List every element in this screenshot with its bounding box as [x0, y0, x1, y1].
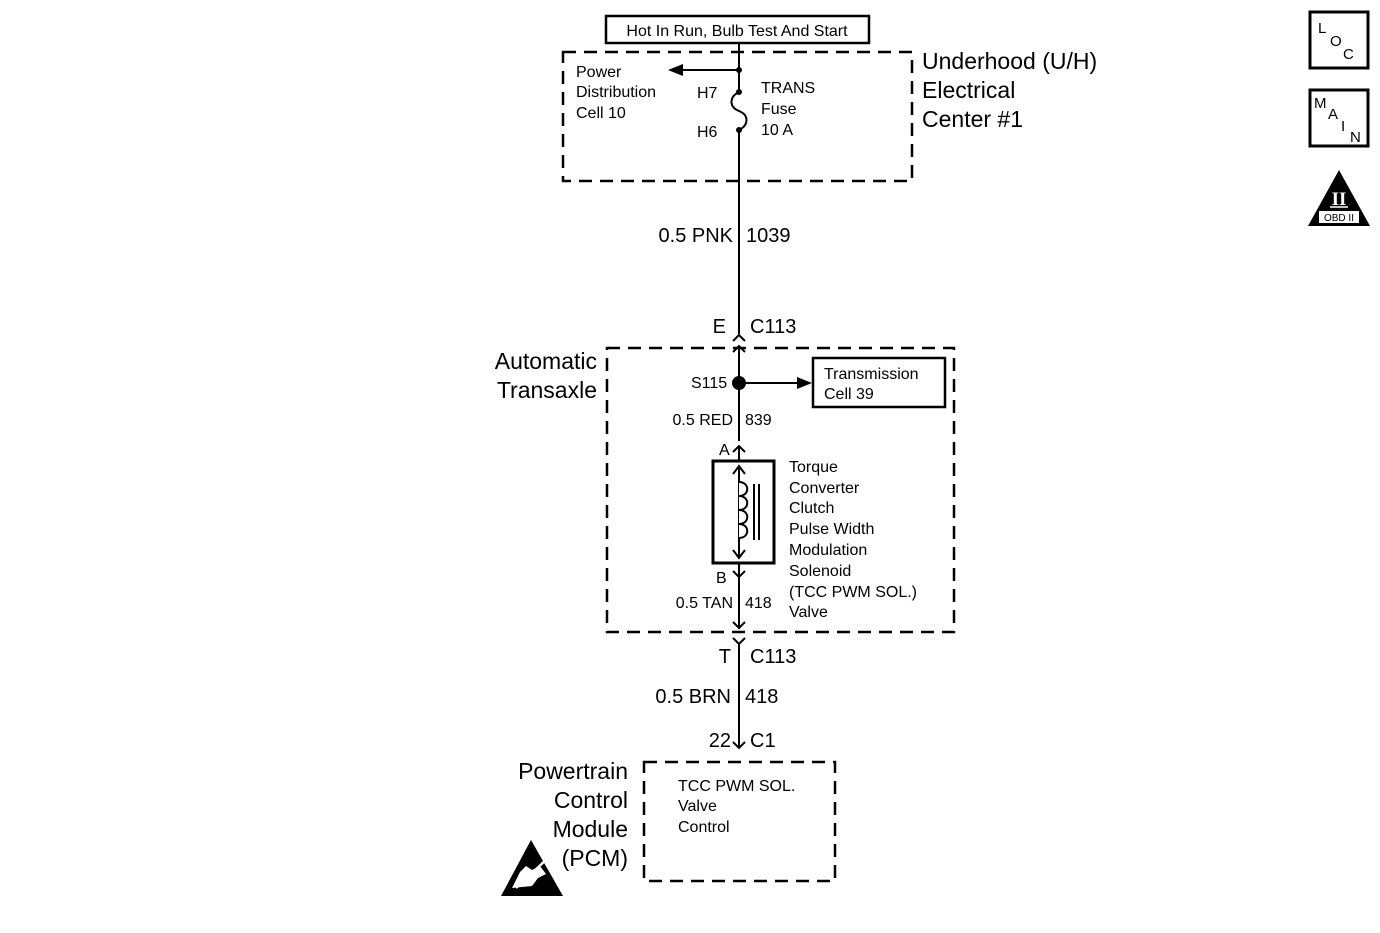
- connector-c113-t: T C113: [719, 621, 796, 668]
- main-letter-2: A: [1328, 106, 1338, 123]
- connector-c113-e-pin: E: [713, 316, 726, 338]
- fuse-pin-bottom: H6: [697, 124, 718, 141]
- obd-ii-icon[interactable]: II OBD II: [1308, 170, 1370, 226]
- fuse-block: Underhood (U/H) Electrical Center #1 Pow…: [561, 48, 1097, 183]
- wire-4-circuit: 418: [745, 686, 778, 708]
- solenoid-connector-b-icon: [732, 570, 746, 579]
- solenoid-line-1: Torque: [789, 459, 838, 476]
- main-letter-4: N: [1350, 129, 1361, 146]
- wire-1-gauge-color: 0.5 PNK: [659, 225, 734, 247]
- loc-letter-1: L: [1318, 20, 1326, 37]
- solenoid-arrow-up-icon: [732, 464, 746, 475]
- solenoid-line-4: Pulse Width: [789, 521, 874, 538]
- solenoid-pin-a: A: [719, 442, 730, 459]
- fuse-label-line-1: TRANS: [761, 80, 815, 97]
- solenoid-arrow-down-icon: [732, 549, 746, 560]
- power-source: Hot In Run, Bulb Test And Start: [604, 14, 871, 45]
- connector-female-icon: [732, 333, 746, 342]
- transaxle-outline: [605, 346, 956, 634]
- transaxle: Automatic Transaxle S115 Transmission Ce…: [495, 346, 956, 634]
- pcm: TCC PWM SOL. Valve Control Powertrain Co…: [518, 758, 837, 883]
- power-dist-line-2: Distribution: [576, 84, 656, 101]
- wire-2-circuit: 839: [745, 412, 772, 429]
- fuse-block-name-line-1: Underhood (U/H): [922, 48, 1097, 74]
- wire-1-circuit: 1039: [746, 225, 791, 247]
- transmission-arrow-icon: [797, 377, 812, 389]
- solenoid-line-2: Converter: [789, 480, 860, 497]
- wire-2-gauge-color: 0.5 RED: [673, 412, 733, 429]
- connector-male-icon: [732, 621, 746, 630]
- pcm-inner-line-2: Valve: [678, 798, 717, 815]
- connector-pcm-pin: 22: [709, 730, 731, 752]
- fuse-pin-top: H7: [697, 85, 718, 102]
- solenoid-pin-b: B: [716, 570, 727, 587]
- fuse-label-line-3: 10 A: [761, 122, 793, 139]
- pcm-name-line-1: Powertrain: [518, 758, 628, 784]
- fuse-label-line-2: Fuse: [761, 101, 797, 118]
- obd-numeral: II: [1332, 189, 1347, 210]
- obd-label: OBD II: [1324, 213, 1354, 224]
- pcm-name-line-4: (PCM): [562, 845, 628, 871]
- power-dist-line-3: Cell 10: [576, 105, 626, 122]
- esd-warning-icon: [501, 840, 563, 896]
- pcm-inner-line-1: TCC PWM SOL.: [678, 778, 795, 795]
- solenoid-coil-icon: [738, 481, 749, 539]
- solenoid-line-5: Modulation: [789, 542, 867, 559]
- loc-icon[interactable]: L O C: [1308, 10, 1370, 70]
- transaxle-name-line-2: Transaxle: [497, 377, 597, 403]
- pcm-outline: [642, 760, 837, 883]
- connector-c113-t-name: C113: [750, 646, 796, 668]
- connector-c113-e: E C113: [713, 316, 796, 353]
- loc-letter-2: O: [1330, 33, 1342, 50]
- power-dist-arrow-icon: [668, 64, 683, 76]
- fuse-block-outline: [561, 50, 914, 183]
- solenoid-line-6: Solenoid: [789, 563, 851, 580]
- wire-3-circuit: 418: [745, 595, 772, 612]
- fuse-symbol-icon: [730, 91, 748, 131]
- fuse-block-name-line-2: Electrical: [922, 77, 1015, 103]
- transmission-ref-line-1: Transmission: [824, 366, 919, 383]
- loc-letter-3: C: [1343, 46, 1354, 63]
- pcm-name-line-2: Control: [554, 787, 628, 813]
- connector-c113-e-name: C113: [750, 316, 796, 338]
- transaxle-name-line-1: Automatic: [495, 348, 597, 374]
- solenoid-body: [711, 459, 776, 565]
- wire-4-gauge-color: 0.5 BRN: [655, 686, 731, 708]
- wire-3-gauge-color: 0.5 TAN: [676, 595, 733, 612]
- solenoid-line-8: Valve: [789, 604, 828, 621]
- solenoid-line-3: Clutch: [789, 500, 834, 517]
- main-letter-3: I: [1341, 118, 1345, 135]
- power-source-label: Hot In Run, Bulb Test And Start: [626, 23, 848, 40]
- connector-pcm-c1: 22 C1: [709, 730, 776, 752]
- pcm-name-line-3: Module: [553, 816, 628, 842]
- connector-c113-t-pin: T: [719, 646, 731, 668]
- main-letter-1: M: [1314, 95, 1327, 112]
- power-source-box: [604, 14, 871, 45]
- pcm-inner-line-3: Control: [678, 819, 730, 836]
- splice-label: S115: [691, 375, 727, 392]
- power-dist-line-1: Power: [576, 64, 622, 81]
- transmission-ref-box: [811, 356, 947, 409]
- transmission-ref-line-2: Cell 39: [824, 386, 874, 403]
- main-icon[interactable]: M A I N: [1308, 88, 1370, 148]
- fuse-block-name-line-3: Center #1: [922, 106, 1023, 132]
- connector-pcm-name: C1: [750, 730, 776, 752]
- connector-pcm-icon: [732, 741, 746, 750]
- solenoid-line-7: (TCC PWM SOL.): [789, 584, 917, 601]
- connector-female-icon: [732, 637, 746, 646]
